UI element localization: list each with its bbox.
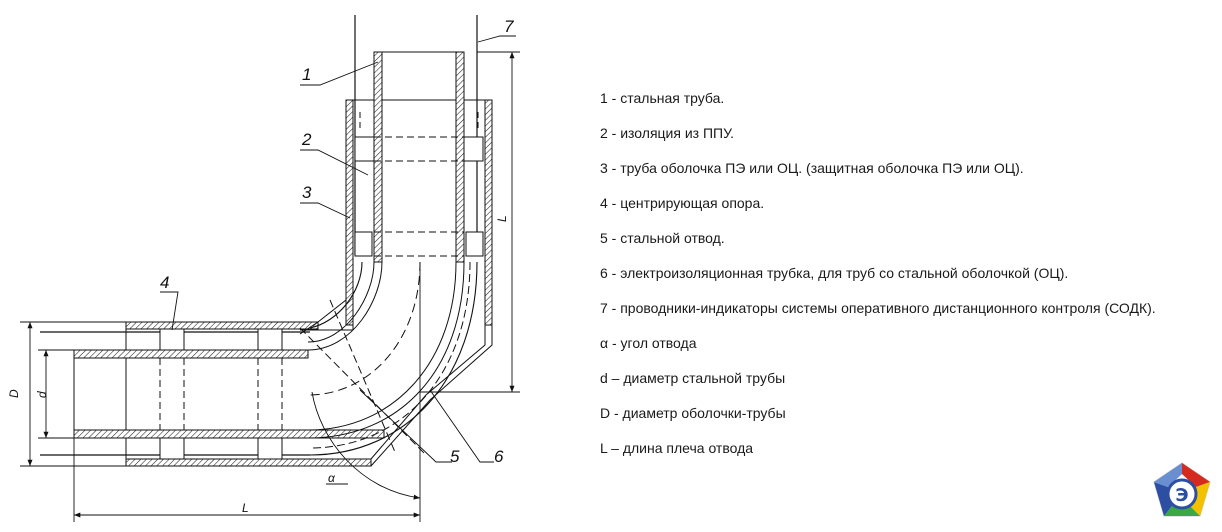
casing-wall <box>125 321 319 330</box>
legend-item: 4 - центрирующая опора. <box>600 195 765 211</box>
centering-support <box>257 437 283 460</box>
dimension-L-horizontal-label: L <box>242 501 249 515</box>
brand-logo-icon: Э <box>1153 462 1211 517</box>
legend-item: d – диаметр стальной трубы <box>600 370 786 386</box>
centering-support <box>354 136 375 162</box>
centering-support <box>354 231 373 257</box>
callout-5: 5 <box>450 447 460 466</box>
steel-pipe-wall <box>73 349 309 359</box>
steel-pipe-wall <box>73 429 385 439</box>
legend-list: 1 - стальная труба. 2 - изоляция из ППУ.… <box>600 88 1156 473</box>
casing-wall <box>345 99 354 326</box>
legend-item: α - угол отвода <box>600 335 697 351</box>
callout-6: 6 <box>494 447 504 466</box>
callout-7: 7 <box>504 17 514 36</box>
logo-letter: Э <box>1175 485 1188 506</box>
callout-3: 3 <box>302 183 312 202</box>
legend-item: 3 - труба оболочка ПЭ или ОЦ. (защитная … <box>600 160 1024 176</box>
centering-support <box>159 328 185 351</box>
centering-support <box>159 437 185 460</box>
legend-item: L – длина плеча отвода <box>600 440 754 456</box>
legend-item: 5 - стальной отвод. <box>600 230 725 246</box>
legend-item: 1 - стальная труба. <box>600 90 725 106</box>
callout-1: 1 <box>302 65 311 84</box>
horizontal-branch <box>40 321 385 467</box>
elbow-bend <box>299 255 493 467</box>
legend-item: 7 - проводники-индикаторы системы операт… <box>600 300 1156 316</box>
casing-wall <box>125 458 372 467</box>
callout-2: 2 <box>301 130 312 149</box>
dimension-D-label: D <box>7 389 21 398</box>
centering-support <box>465 231 484 257</box>
legend-item: 6 - электроизоляционная трубка, для труб… <box>600 265 1069 281</box>
legend-item: D - диаметр оболочки-трубы <box>600 405 786 421</box>
dimension-lines <box>20 51 520 522</box>
vertical-branch <box>345 15 493 326</box>
dimension-L-vertical-label: L <box>495 215 509 222</box>
casing-wall <box>484 99 493 326</box>
steel-pipe-wall <box>455 51 465 263</box>
callout-4: 4 <box>160 273 169 292</box>
angle-alpha-label: α <box>328 471 336 485</box>
leader-lines <box>160 35 516 463</box>
dimension-d-label: d <box>35 391 49 398</box>
legend-item: 2 - изоляция из ППУ. <box>600 125 735 141</box>
centering-support <box>463 136 484 162</box>
centering-support <box>257 328 283 351</box>
steel-pipe-wall <box>373 51 383 263</box>
elbow-pipe-drawing: 1 2 3 4 5 6 7 D d L L α <box>7 15 520 522</box>
